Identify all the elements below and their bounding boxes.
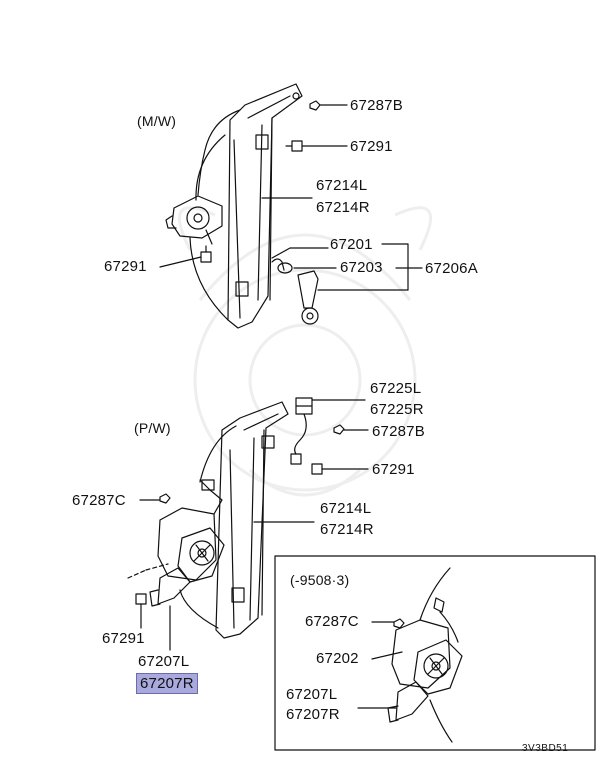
section-power-window: (P/W) [134,420,171,436]
manual-leader-lines [160,105,422,290]
part-label-67214R-manual[interactable]: 67214R [316,199,370,216]
inset-motor-assembly [388,568,462,742]
part-label-67206A[interactable]: 67206A [425,260,478,277]
power-window-motor-assembly [150,480,224,606]
watermark-emblem [179,208,430,495]
section-manual-window: (M/W) [137,113,177,129]
part-label-67214R-power[interactable]: 67214R [320,521,374,538]
part-label-67207R-power-highlighted[interactable]: 67207R [136,673,198,694]
part-label-67214L-manual[interactable]: 67214L [316,177,368,194]
power-leader-lines [128,400,368,650]
bolt-67291-power-left [136,594,146,604]
crank-clip-67201 [272,259,284,270]
bolt-67287C-inset [394,619,404,628]
part-label-67207L-inset[interactable]: 67207L [286,686,338,703]
part-label-67287B-power[interactable]: 67287B [372,423,425,440]
part-label-67207L-power[interactable]: 67207L [138,653,190,670]
part-label-67291-power-right[interactable]: 67291 [372,461,415,478]
part-label-67214L-power[interactable]: 67214L [320,500,372,517]
bolt-67291-power-right [312,464,322,474]
part-label-67291-power-left[interactable]: 67291 [102,630,145,647]
part-label-67225L[interactable]: 67225L [370,380,422,397]
manual-regulator-gearbox [166,196,222,244]
manual-window-regulator [190,84,302,328]
part-label-67291-manual-top[interactable]: 67291 [350,138,393,155]
part-label-67287C-inset[interactable]: 67287C [305,613,359,630]
bolt-67287B-manual [310,101,320,110]
window-crank-handle [278,263,318,324]
part-label-67207R-inset[interactable]: 67207R [286,706,340,723]
part-label-67287B-manual[interactable]: 67287B [350,97,403,114]
part-label-67201[interactable]: 67201 [330,236,373,253]
power-window-regulator [180,402,288,638]
section-inset-date: (-9508·3) [290,572,350,588]
bolt-67291-manual-left [201,246,211,262]
part-label-67202[interactable]: 67202 [316,650,359,667]
part-label-67225R[interactable]: 67225R [370,401,424,418]
part-label-67291-manual-left[interactable]: 67291 [104,258,147,275]
part-label-67287C-power[interactable]: 67287C [72,492,126,509]
bolt-67291-manual-top [286,141,302,151]
inset-leader-lines [358,622,402,708]
inset-frame [275,556,595,750]
bolt-67287B-power [334,425,344,434]
bolt-67287C-power [160,494,170,503]
power-window-switch-67225 [291,398,312,464]
part-label-67203[interactable]: 67203 [340,259,383,276]
diagram-reference-code: 3V3BD51 [522,743,569,754]
